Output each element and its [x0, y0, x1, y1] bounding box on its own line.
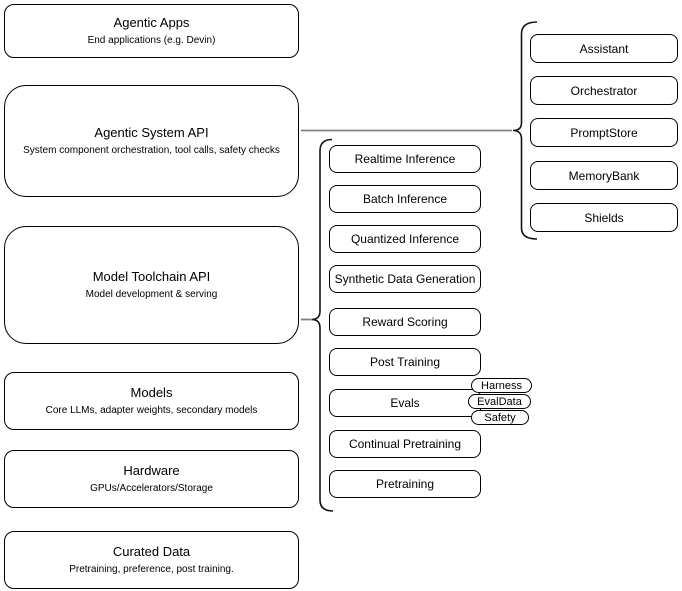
box-models: Models Core LLMs, adapter weights, secon…	[4, 372, 299, 430]
box-evals: Evals	[329, 389, 481, 417]
box-hardware: Hardware GPUs/Accelerators/Storage	[4, 450, 299, 508]
box-subtitle: Model development & serving	[85, 288, 218, 300]
box-batch-inference: Batch Inference	[329, 185, 481, 213]
box-subtitle: Core LLMs, adapter weights, secondary mo…	[45, 404, 258, 416]
box-label: PromptStore	[570, 125, 638, 140]
pill-harness: Harness	[471, 378, 532, 393]
pill-label: EvalData	[477, 395, 522, 408]
box-subtitle: Pretraining, preference, post training.	[69, 563, 234, 575]
box-subtitle: GPUs/Accelerators/Storage	[90, 482, 213, 494]
box-promptstore: PromptStore	[530, 118, 678, 147]
box-subtitle: End applications (e.g. Devin)	[87, 34, 216, 46]
pill-label: Harness	[481, 379, 522, 392]
box-title: Agentic Apps	[113, 14, 190, 30]
box-post-training: Post Training	[329, 348, 481, 376]
box-label: Reward Scoring	[362, 315, 448, 329]
box-quantized-inference: Quantized Inference	[329, 225, 481, 253]
box-label: MemoryBank	[568, 168, 640, 183]
box-agentic-apps: Agentic Apps End applications (e.g. Devi…	[4, 4, 299, 58]
box-assistant: Assistant	[530, 34, 678, 63]
box-reward-scoring: Reward Scoring	[329, 308, 481, 336]
box-title: Models	[130, 384, 173, 400]
box-label: Post Training	[369, 355, 441, 369]
box-title: Model Toolchain API	[92, 268, 211, 284]
box-realtime-inference: Realtime Inference	[329, 145, 481, 173]
box-title: Agentic System API	[94, 124, 209, 140]
box-label: Orchestrator	[570, 83, 638, 98]
box-title: Curated Data	[112, 543, 191, 559]
box-label: Assistant	[579, 41, 629, 56]
box-label: Shields	[584, 210, 624, 225]
box-shields: Shields	[530, 203, 678, 232]
box-synthetic-data-generation: Synthetic Data Generation	[329, 265, 481, 293]
box-title: Hardware	[123, 462, 180, 478]
pill-label: Safety	[484, 411, 516, 424]
box-agentic-system-api: Agentic System API System component orch…	[4, 85, 299, 197]
box-label: Synthetic Data Generation	[334, 272, 476, 286]
pill-evaldata: EvalData	[468, 394, 531, 409]
box-memorybank: MemoryBank	[530, 161, 678, 190]
box-label: Quantized Inference	[350, 232, 460, 246]
box-label: Continual Pretraining	[348, 437, 462, 451]
box-label: Realtime Inference	[354, 152, 456, 166]
box-subtitle: System component orchestration, tool cal…	[23, 144, 280, 156]
box-orchestrator: Orchestrator	[530, 76, 678, 105]
box-continual-pretraining: Continual Pretraining	[329, 430, 481, 458]
pill-safety: Safety	[471, 410, 529, 425]
box-label: Batch Inference	[362, 192, 448, 206]
box-label: Evals	[390, 396, 420, 410]
box-model-toolchain-api: Model Toolchain API Model development & …	[4, 226, 299, 344]
box-curated-data: Curated Data Pretraining, preference, po…	[4, 531, 299, 589]
box-label: Pretraining	[375, 477, 435, 491]
box-pretraining: Pretraining	[329, 470, 481, 498]
